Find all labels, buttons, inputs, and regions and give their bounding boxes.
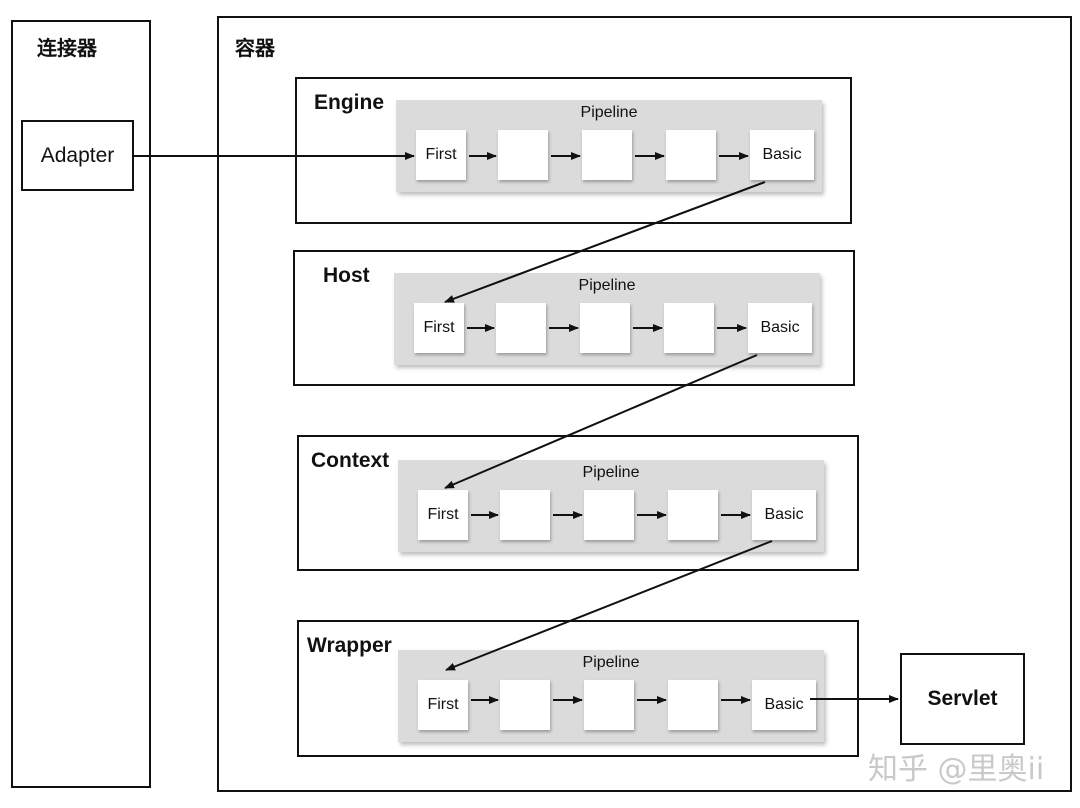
first-valve: First (418, 680, 468, 730)
adapter-label: Adapter (40, 143, 115, 167)
connector-panel: 连接器 (11, 20, 151, 788)
connector-title: 连接器 (37, 36, 97, 60)
valve (500, 680, 550, 730)
valve (668, 680, 718, 730)
pipeline-title: Pipeline (580, 104, 638, 121)
valve (584, 680, 634, 730)
valve (500, 490, 550, 540)
pipeline-title: Pipeline (578, 277, 636, 294)
container-panel: 容器 (217, 16, 1072, 792)
valve (584, 490, 634, 540)
watermark: 知乎 @里奥ii (868, 752, 1045, 787)
valve (666, 130, 716, 180)
host-pipeline: Pipeline First Basic (394, 273, 820, 365)
host-label: Host (323, 264, 370, 287)
wrapper-pipeline: Pipeline First Basic (398, 650, 824, 742)
valve (496, 303, 546, 353)
servlet-label: Servlet (927, 687, 998, 710)
valve (498, 130, 548, 180)
adapter-box: Adapter (21, 120, 134, 191)
basic-valve: Basic (752, 490, 816, 540)
basic-valve: Basic (752, 680, 816, 730)
engine-label: Engine (314, 91, 385, 114)
valve (668, 490, 718, 540)
valve (664, 303, 714, 353)
valve (580, 303, 630, 353)
wrapper-label: Wrapper (307, 634, 392, 657)
pipeline-title: Pipeline (582, 464, 640, 481)
container-title: 容器 (235, 36, 275, 60)
servlet-box: Servlet (900, 653, 1025, 745)
basic-valve: Basic (750, 130, 814, 180)
valve (582, 130, 632, 180)
first-valve: First (418, 490, 468, 540)
context-label: Context (311, 449, 390, 472)
first-valve: First (416, 130, 466, 180)
context-pipeline: Pipeline First Basic (398, 460, 824, 552)
basic-valve: Basic (748, 303, 812, 353)
pipeline-title: Pipeline (582, 654, 640, 671)
first-valve: First (414, 303, 464, 353)
engine-pipeline: Pipeline First Basic (396, 100, 822, 192)
